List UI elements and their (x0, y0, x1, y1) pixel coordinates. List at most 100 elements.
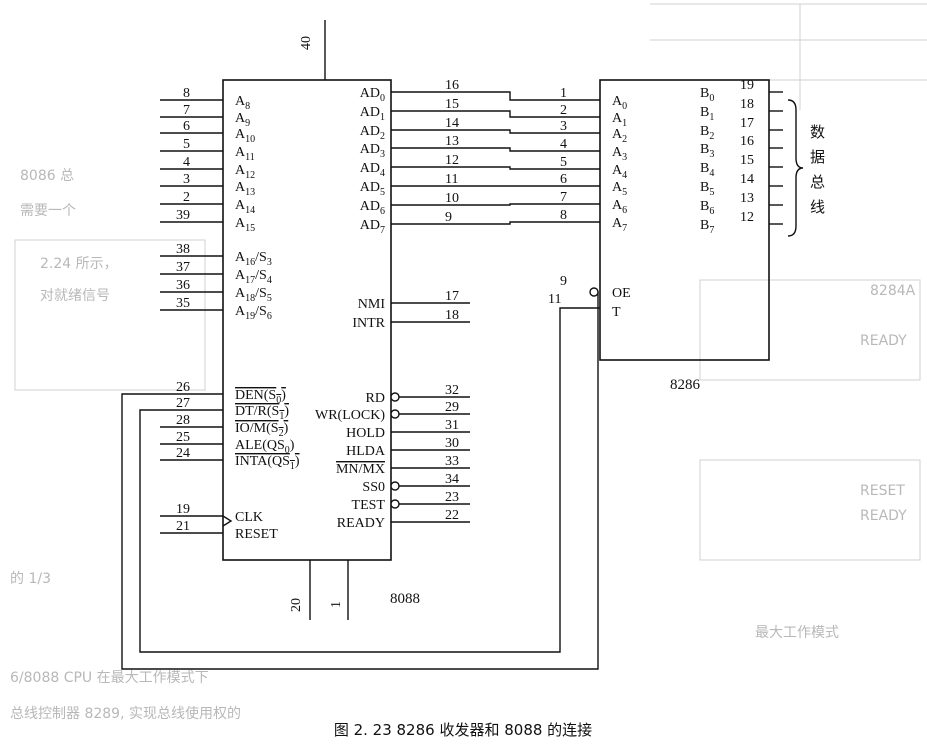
pin-number: 11 (548, 292, 561, 307)
pin-label: AD7 (360, 218, 385, 236)
inversion-bubble (390, 392, 400, 402)
pin-label: B1 (700, 105, 714, 123)
pin-label: A16/S3 (235, 250, 272, 268)
pin-number: 25 (176, 430, 190, 445)
pin-number: 1 (329, 601, 344, 608)
pin-label: A3 (612, 145, 627, 163)
ghost-text: 的 1/3 (10, 571, 51, 587)
pin-label: SS0 (362, 480, 385, 495)
pin-number: 27 (176, 396, 190, 411)
cpu-8088-box (222, 79, 392, 561)
cpu-label: 8088 (390, 591, 420, 607)
pin-label: A12 (235, 163, 255, 181)
pin-label: AD4 (360, 161, 385, 179)
pin-number: 26 (176, 380, 190, 395)
oe-label: OE (612, 286, 631, 301)
pin-number: 29 (445, 400, 459, 415)
pin-number: 14 (740, 172, 754, 187)
pin-label: B5 (700, 180, 714, 198)
bus-wire (470, 129, 600, 134)
ghost-text: READY (860, 508, 907, 524)
bus-wire (470, 91, 600, 101)
pin-label: MN/MX (336, 462, 385, 477)
ghost-text: 对就绪信号 (40, 288, 110, 304)
pin-label: HOLD (346, 426, 385, 441)
pin-label: ALE(QS0) (235, 438, 295, 456)
pin-number: 17 (740, 116, 754, 131)
pin-label: AD3 (360, 142, 385, 160)
pin-number: 12 (740, 210, 754, 225)
ghost-text: RESET (860, 483, 905, 499)
data-bus-label: 数 据 总 线 (810, 123, 825, 216)
pin-number: 10 (445, 191, 459, 206)
pin-number: 6 (183, 119, 190, 134)
pin-label: CLK (235, 510, 263, 525)
ghost-text: 8086 总 (20, 168, 74, 184)
pin-label: B4 (700, 161, 714, 179)
pin-number: 7 (560, 190, 567, 205)
ghost-text: 最大工作模式 (755, 625, 839, 641)
pin-label: A8 (235, 94, 250, 112)
pin-number: 23 (445, 490, 459, 505)
pin-label: READY (337, 516, 385, 531)
svg-text:据: 据 (810, 148, 825, 166)
pin-number: 11 (445, 172, 458, 187)
pin-number: 24 (176, 446, 190, 461)
pin-number: 3 (560, 119, 567, 134)
pin-number: 18 (445, 308, 459, 323)
pin-label: WR(LOCK) (315, 408, 385, 423)
pin-label: HLDA (346, 444, 386, 459)
pin-label: B2 (700, 124, 714, 142)
pin-number: 36 (176, 278, 190, 293)
pin-label: AD1 (360, 105, 385, 123)
pin-number: 15 (740, 153, 754, 168)
bus-wire (470, 147, 600, 152)
pin-label: INTR (352, 316, 385, 331)
pin-number: 28 (176, 413, 190, 428)
pin-number: 2 (183, 190, 190, 205)
pin-label: DT/R(S1) (235, 404, 289, 422)
pin-number: 4 (183, 155, 190, 170)
bus-wire (470, 203, 600, 206)
pin-number: 19 (176, 502, 190, 517)
pin-number: 14 (445, 116, 459, 131)
pin-label: A17/S4 (235, 268, 272, 286)
pin-number: 35 (176, 296, 190, 311)
pin-label: A15 (235, 216, 255, 234)
pin-label: A5 (612, 180, 627, 198)
pin-label: A4 (612, 163, 627, 181)
pin-number: 15 (445, 97, 459, 112)
pin-number: 4 (560, 137, 567, 152)
pin-number: 12 (445, 153, 459, 168)
inversion-bubble (390, 409, 400, 419)
pin-number: 33 (445, 454, 459, 469)
pin-number: 30 (445, 436, 459, 451)
transceiver-label: 8286 (670, 377, 701, 393)
pin-number: 3 (183, 172, 190, 187)
pin-label: A2 (612, 127, 627, 145)
pin-number: 32 (445, 383, 459, 398)
pin-label: A18/S5 (235, 286, 272, 304)
figure-caption: 图 2. 23 8286 收发器和 8088 的连接 (334, 721, 592, 739)
pin-number: 8 (183, 86, 190, 101)
pin-number: 13 (740, 191, 754, 206)
bus-wire (470, 221, 600, 225)
ghost-text: READY (860, 333, 907, 349)
pin-label: RESET (235, 527, 278, 542)
pin-label: INTA(QS1) (235, 454, 300, 472)
ghost-text: 2.24 所示， (40, 256, 118, 272)
pin-label: RD (366, 391, 385, 406)
pin-label: B3 (700, 142, 714, 160)
pin-label: A0 (612, 94, 627, 112)
pin-number: 9 (560, 274, 567, 289)
pin-label: A13 (235, 180, 255, 198)
pin-number: 22 (445, 508, 459, 523)
pin-number: 2 (560, 103, 567, 118)
connection-wires (121, 99, 804, 670)
pin-label: A1 (612, 111, 627, 129)
inversion-bubble (390, 499, 400, 509)
pin-number: 5 (560, 155, 567, 170)
